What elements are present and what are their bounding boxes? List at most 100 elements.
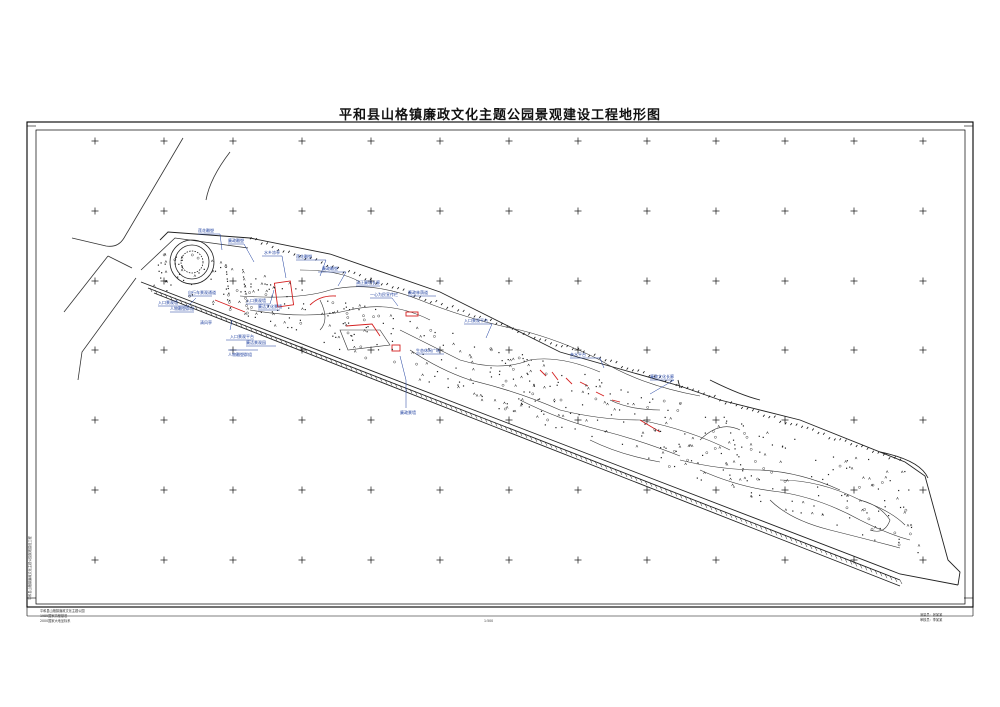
boundary-tick [833,438,836,441]
tree-symbol-icon [270,320,272,322]
footer-note-1: 平和县山格镇廉政文化主题公园 [40,608,85,613]
hatch-mark [489,420,493,425]
hatch-mark [764,527,768,532]
boundary-tick [659,375,662,379]
tree-symbol-icon [281,288,283,290]
hatch-mark [304,348,308,353]
tree-symbol-icon [512,378,515,380]
boundary-tick [473,315,476,318]
tree-symbol-icon [475,393,479,397]
tree-symbol-icon [665,421,668,425]
hatch-mark [219,315,223,320]
tree-symbol-icon [646,406,649,409]
boundary-tick [287,250,291,253]
tree-symbol-icon [832,469,834,471]
boundary-tick [418,296,422,299]
tree-symbol-icon [543,385,546,389]
tree-symbol-icon [841,494,843,497]
hatch-mark [239,322,243,328]
footer-notes: 平和县山格镇廉政文化主题公园 1985国家高程基准 2000国家大地坐标系 1:… [27,535,943,623]
boundary-tick [380,283,383,286]
tree-symbol-icon [884,475,888,479]
label-integrity-sculpture: 廉政雕塑 [228,237,244,243]
hatch-mark [614,468,618,474]
tree-symbol-icon [243,283,245,285]
tree-symbol-icon [917,543,921,547]
tree-symbol-icon [190,283,193,286]
tree-symbol-icon [181,265,183,267]
tree-symbol-icon [170,284,172,286]
tree-symbol-icon [762,467,766,470]
tree-symbol-icon [846,494,849,497]
tree-symbol-icon [228,308,232,311]
tree-symbol-icon [526,372,528,374]
tree-symbol-icon [700,479,702,481]
boundary-tick [702,392,705,395]
tree-symbol-icon [553,398,556,402]
label-bulletin: 一心为民宣传栏 [370,291,398,297]
boundary-tick [899,458,902,461]
boundary-tick [740,406,744,410]
hatch-mark [669,490,673,495]
tree-symbol-icon [327,300,329,302]
tree-symbol-icon [743,476,747,480]
tree-symbol-icon [423,335,425,337]
hatch-mark [589,459,593,464]
tree-symbol-icon [739,464,742,466]
tree-symbol-icon [832,456,835,458]
label-figure-group-2: 人物雕塑群组 [228,351,252,357]
hatch-mark [629,474,633,479]
tree-symbol-icon [531,392,535,396]
hatch-mark [284,340,288,345]
tree-symbol-icon [353,333,355,336]
tree-symbol-icon [358,303,361,307]
hatch-mark [569,451,573,456]
tree-symbol-icon [627,391,629,393]
tree-symbol-icon [363,318,366,322]
tree-symbol-icon [472,382,474,385]
tree-symbol-icon [479,393,483,397]
tree-symbol-icon [745,436,749,439]
tree-symbol-icon [425,361,429,365]
tree-symbol-icon [542,360,544,362]
boundary-tick [358,273,361,277]
tree-symbol-icon [734,448,736,450]
tree-symbol-icon [867,517,871,521]
hatch-mark [309,350,313,355]
tree-symbol-icon [690,444,694,448]
hatch-mark [224,317,228,322]
tree-symbol-icon [409,320,411,323]
tree-symbol-icon [244,312,247,316]
hatch-mark [754,523,758,528]
hatch-mark [179,299,183,304]
boundary-tick [708,395,711,398]
tree-symbol-icon [152,283,156,287]
hatch-mark [504,426,508,431]
tree-symbol-icon [348,309,351,311]
tree-symbol-icon [660,447,662,449]
tree-symbol-icon [854,456,858,460]
tree-symbol-icon [181,266,183,268]
tree-symbol-icon [458,381,461,383]
hatch-mark [649,482,653,487]
tree-symbol-icon [521,403,523,406]
tree-symbol-icon [428,381,430,383]
tree-symbol-icon [288,307,290,309]
tree-symbol-icon [846,500,848,502]
boundary-tick [304,257,307,261]
tree-symbol-icon [519,403,523,407]
tree-symbol-icon [574,428,576,430]
hatch-mark [879,572,883,577]
tree-symbol-icon [910,526,913,529]
tree-symbol-icon [365,326,367,329]
tree-symbol-icon [900,470,904,474]
tree-symbol-icon [728,440,731,444]
tree-symbol-icon [749,448,753,451]
tree-symbol-icon [725,462,729,466]
boundary-tick [675,383,678,387]
tree-symbol-icon [866,512,868,514]
hatch-mark [704,503,708,509]
tree-symbol-icon [760,500,762,503]
tree-symbol-icon [304,308,306,311]
tree-symbol-icon [506,403,508,405]
